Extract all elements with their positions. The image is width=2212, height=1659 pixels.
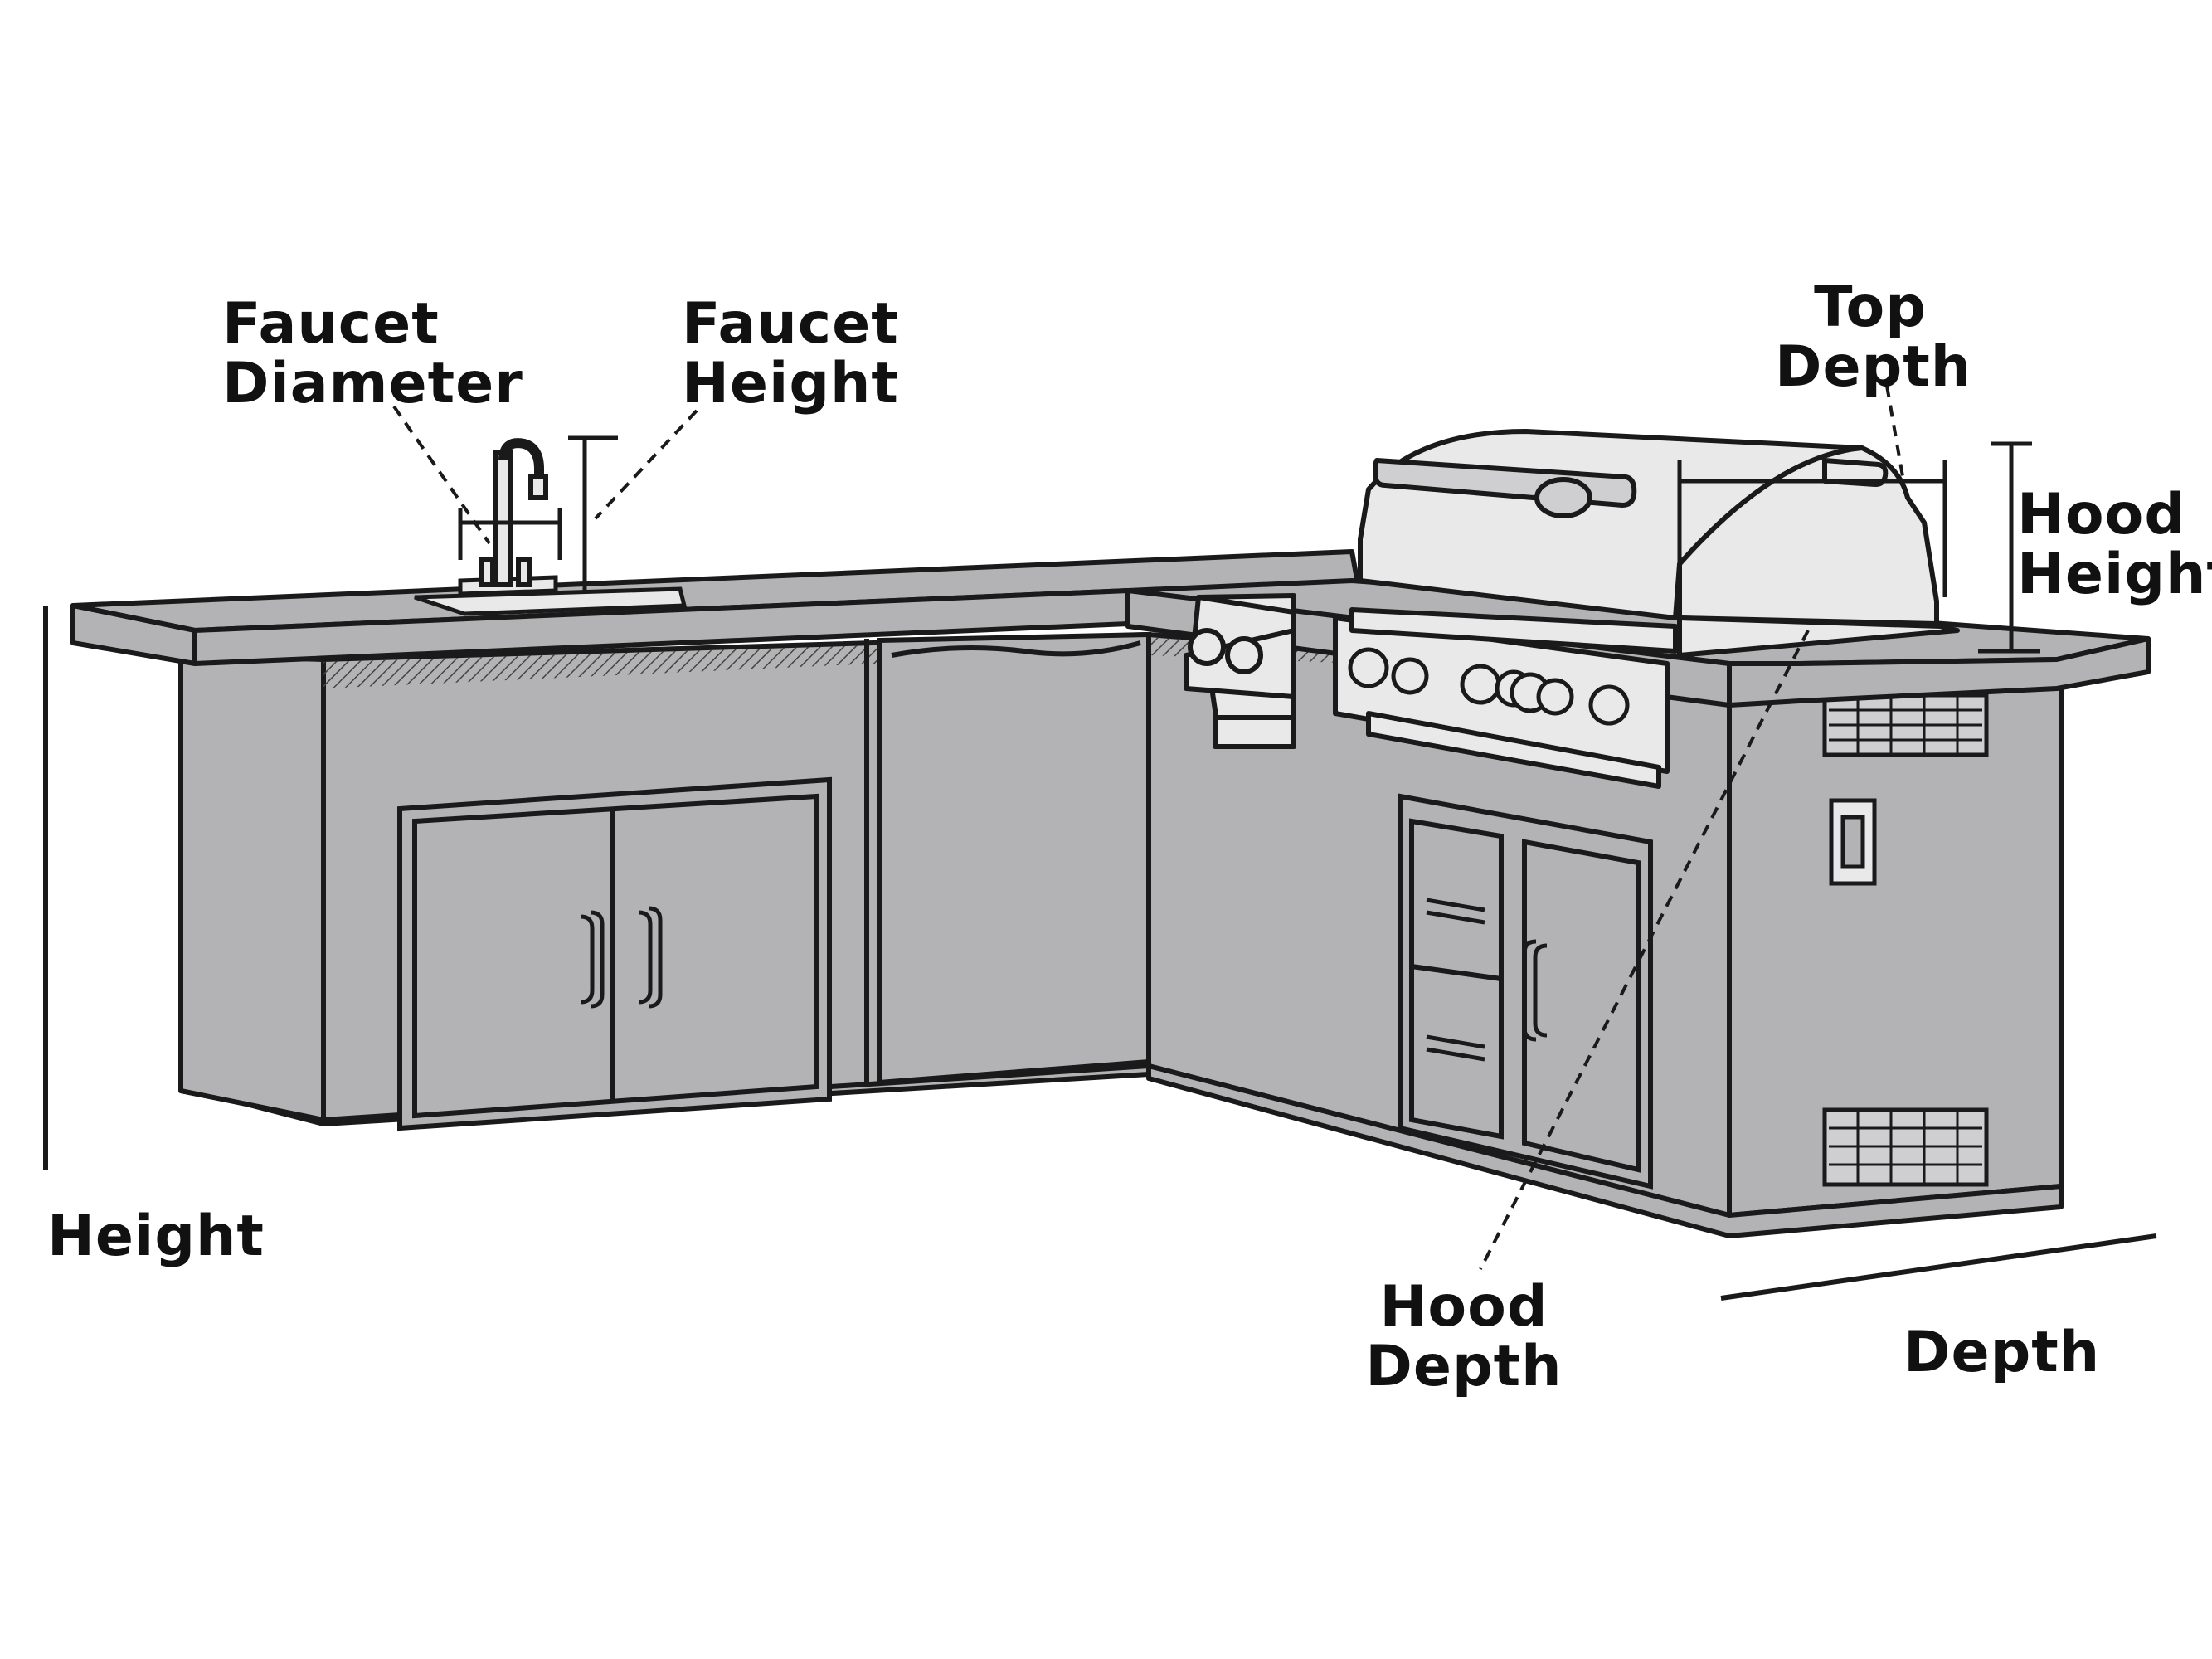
outlet-icon — [1829, 798, 1877, 886]
door-handle-icon — [580, 906, 663, 1009]
appliance-panel — [877, 631, 1151, 1086]
label-depth: Depth — [1903, 1320, 2101, 1385]
leader-lines — [392, 385, 1905, 1270]
label-faucet-diameter: Faucet Diameter — [222, 291, 523, 416]
side-handle-icon — [1822, 458, 1889, 487]
grill-firebox-rim — [1677, 615, 1960, 658]
grill-knob-icon — [1348, 647, 1630, 726]
double-access-doors — [397, 776, 832, 1131]
label-height: Height — [47, 1204, 265, 1269]
gas-grill — [1333, 429, 1960, 789]
drawer-handle-icon — [1426, 898, 1548, 1062]
side-burner — [1184, 593, 1296, 749]
right-base-plinth — [1146, 1063, 2064, 1238]
left-cabinet-side — [178, 653, 326, 1122]
grill-hood-side — [1677, 445, 1939, 626]
thermometer-icon — [1534, 477, 1592, 518]
label-faucet-height: Faucet Height — [682, 291, 899, 416]
grill-base — [1366, 711, 1661, 789]
label-top-depth: Top Depth — [1775, 275, 1972, 400]
label-hood-depth: Hood Depth — [1365, 1274, 1563, 1399]
grill-hood-rim — [1349, 607, 1678, 654]
countertop-right-end-edge — [1727, 636, 2151, 708]
label-hood-height: Hood Height — [2017, 482, 2212, 607]
faucet-icon — [479, 438, 548, 587]
vent-slats — [1829, 697, 1982, 1183]
